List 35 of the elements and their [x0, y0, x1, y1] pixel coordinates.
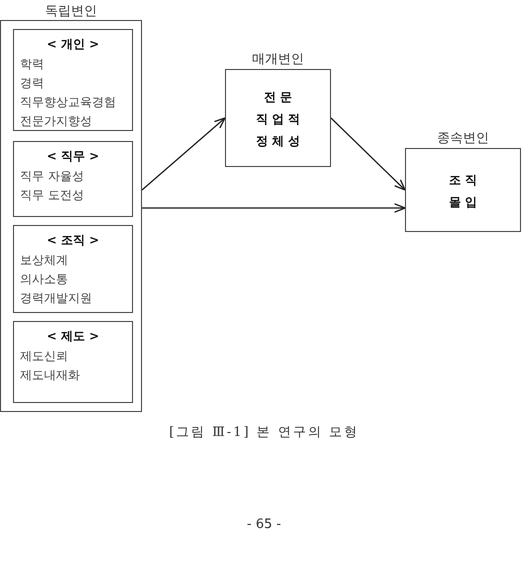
- category-heading: < 제도 >: [46, 328, 100, 345]
- mediator-box: [225, 69, 331, 167]
- category-box: [13, 225, 133, 313]
- variable-name: 전문가지향성: [20, 113, 92, 130]
- category-box: [13, 321, 133, 403]
- variable-name: 의사소통: [20, 271, 68, 288]
- category-heading: < 직무 >: [46, 148, 100, 165]
- outcome-box: [405, 148, 521, 232]
- category-box: [13, 29, 133, 131]
- group-box: [0, 20, 142, 412]
- variable-name: 직무향상교육경험: [20, 94, 116, 111]
- heading-label: 독립변인: [44, 3, 98, 20]
- heading-label: 종속변인: [436, 130, 490, 147]
- category-heading: < 조직 >: [46, 232, 100, 249]
- variable-name: 직무 도전성: [20, 187, 84, 204]
- variable-name: 제도신뢰: [20, 348, 68, 365]
- variable-name: 보상체계: [20, 252, 68, 269]
- variable-name: 직 업 적: [254, 111, 302, 128]
- variable-name: 경력: [20, 75, 44, 92]
- variable-name: 학력: [20, 56, 44, 73]
- arrow: [330, 118, 406, 191]
- variable-name: 전 문: [262, 89, 294, 106]
- figure-caption: [그림 Ⅲ-1] 본 연구의 모형: [168, 424, 360, 441]
- page-number: - 65 -: [246, 517, 282, 532]
- arrow: [142, 203, 406, 213]
- variable-name: 제도내재화: [20, 367, 80, 384]
- variable-name: 정 체 성: [254, 133, 302, 150]
- arrow: [142, 117, 226, 190]
- variable-name: 직무 자율성: [20, 168, 84, 185]
- category-heading: < 개인 >: [46, 36, 100, 53]
- heading-label: 매개변인: [251, 51, 305, 68]
- variable-name: 몰 입: [448, 194, 478, 211]
- category-box: [13, 141, 133, 217]
- variable-name: 경력개발지원: [20, 290, 92, 307]
- variable-name: 조 직: [448, 172, 478, 189]
